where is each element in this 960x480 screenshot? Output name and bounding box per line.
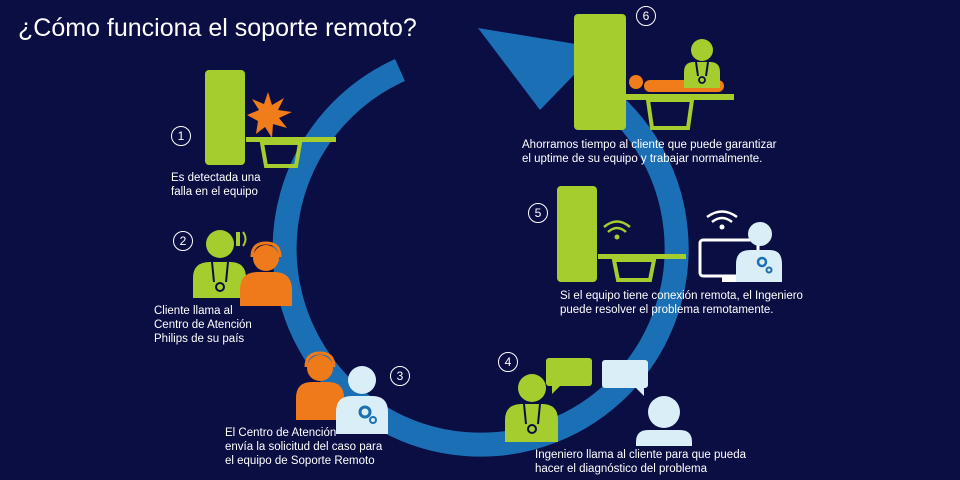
caption-line: el uptime de su equipo y trabajar normal… [522, 153, 763, 165]
cycle-arrow-icon [272, 28, 689, 457]
step-number-6: 6 [636, 6, 656, 26]
page-title: ¿Cómo funciona el soporte remoto? [18, 14, 417, 42]
caption-line: El Centro de Atención [225, 427, 337, 439]
caption-line: el equipo de Soporte Remoto [225, 455, 375, 467]
caption-line: Es detectada una [171, 172, 261, 184]
step-number-5: 5 [528, 203, 548, 223]
step-number-1: 1 [171, 126, 191, 146]
step-caption-2: Cliente llama al Centro de Atención Phil… [154, 304, 252, 346]
step-caption-4: Ingeniero llama al cliente para que pued… [535, 448, 746, 476]
step-caption-6: Ahorramos tiempo al cliente que puede ga… [522, 138, 776, 166]
caption-line: Cliente llama al [154, 305, 233, 317]
step-caption-1: Es detectada una falla en el equipo [171, 171, 261, 199]
step-number-4: 4 [498, 352, 518, 372]
caption-line: hacer el diagnóstico del problema [535, 463, 707, 475]
caption-line: puede resolver el problema remotamente. [560, 304, 774, 316]
caption-line: envía la solicitud del caso para [225, 441, 383, 453]
agent-to-engineer-icon [296, 351, 388, 434]
step-caption-3: El Centro de Atención envía la solicitud… [225, 426, 382, 468]
caption-line: Ahorramos tiempo al cliente que puede ga… [522, 139, 777, 151]
caption-line: Ingeniero llama al cliente para que pued… [535, 449, 746, 461]
step-number-3: 3 [390, 366, 410, 386]
step-caption-5: Si el equipo tiene conexión remota, el I… [560, 289, 803, 317]
caption-line: Philips de su país [154, 333, 245, 345]
caption-line: Si el equipo tiene conexión remota, el I… [560, 290, 803, 302]
patient-scan-icon [574, 14, 734, 130]
equipment-failure-icon [205, 70, 336, 168]
remote-connection-icon [557, 186, 782, 282]
caption-line: Centro de Atención [154, 319, 252, 331]
engineer-customer-chat-icon [505, 358, 692, 446]
step-number-2: 2 [173, 231, 193, 251]
customer-calls-icon [193, 230, 292, 306]
caption-line: falla en el equipo [171, 186, 258, 198]
